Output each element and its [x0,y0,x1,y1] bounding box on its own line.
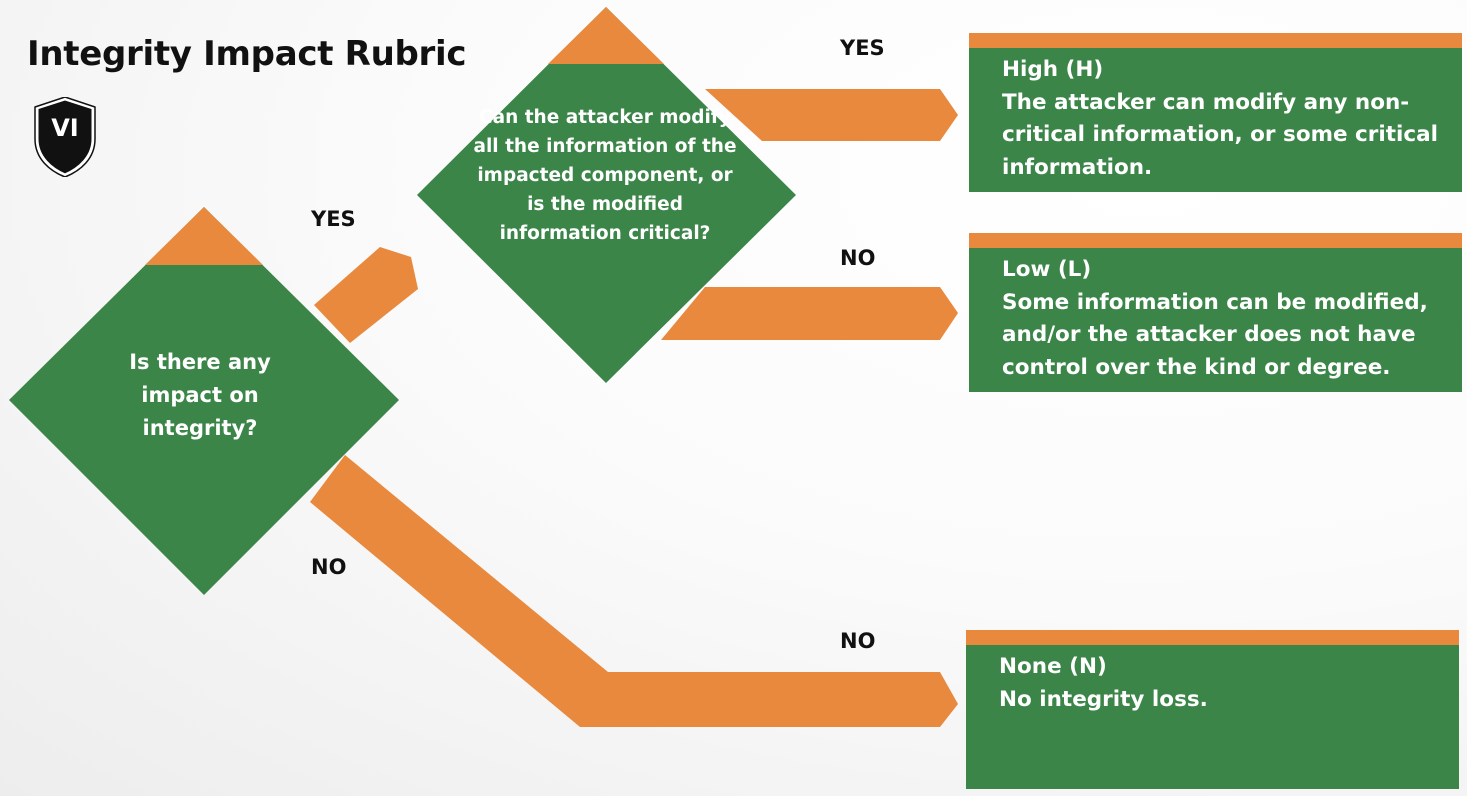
outcome-none-box: None (N) No integrity loss. [966,630,1459,789]
decision-impact-diamond [9,207,399,595]
page-title: Integrity Impact Rubric [27,34,467,74]
decision-impact-cap [145,207,263,265]
shield-badge: VI [34,96,96,178]
outcome-low-description: Some information can be modified, and/or… [1002,289,1428,380]
outcome-high-box: High (H) The attacker can modify any non… [969,33,1462,192]
label-impact-yes: YES [311,207,356,231]
label-none-no: NO [840,629,876,653]
question-scope: Can the attacker modify all the informat… [473,107,737,244]
question-impact: Is there any impact on integrity? [129,350,271,440]
shield-label: VI [51,114,79,142]
label-impact-no: NO [311,555,347,579]
outcome-none-description: No integrity loss. [999,686,1208,712]
decision-scope-diamond [417,7,796,383]
outcome-high-heading: High (H) [1002,57,1104,82]
arrow-scope-no [661,287,958,340]
label-scope-yes: YES [840,36,885,60]
outcome-high-description: The attacker can modify any non-critical… [1002,89,1439,180]
decision-scope-cap [548,7,664,64]
arrow-scope-yes [705,89,958,141]
label-scope-no: NO [840,246,876,270]
outcome-low-box: Low (L) Some information can be modified… [969,233,1462,392]
arrow-impact-yes [314,247,418,343]
arrow-impact-no [310,455,958,727]
outcome-low-heading: Low (L) [1002,257,1092,282]
outcome-none-heading: None (N) [999,654,1107,679]
